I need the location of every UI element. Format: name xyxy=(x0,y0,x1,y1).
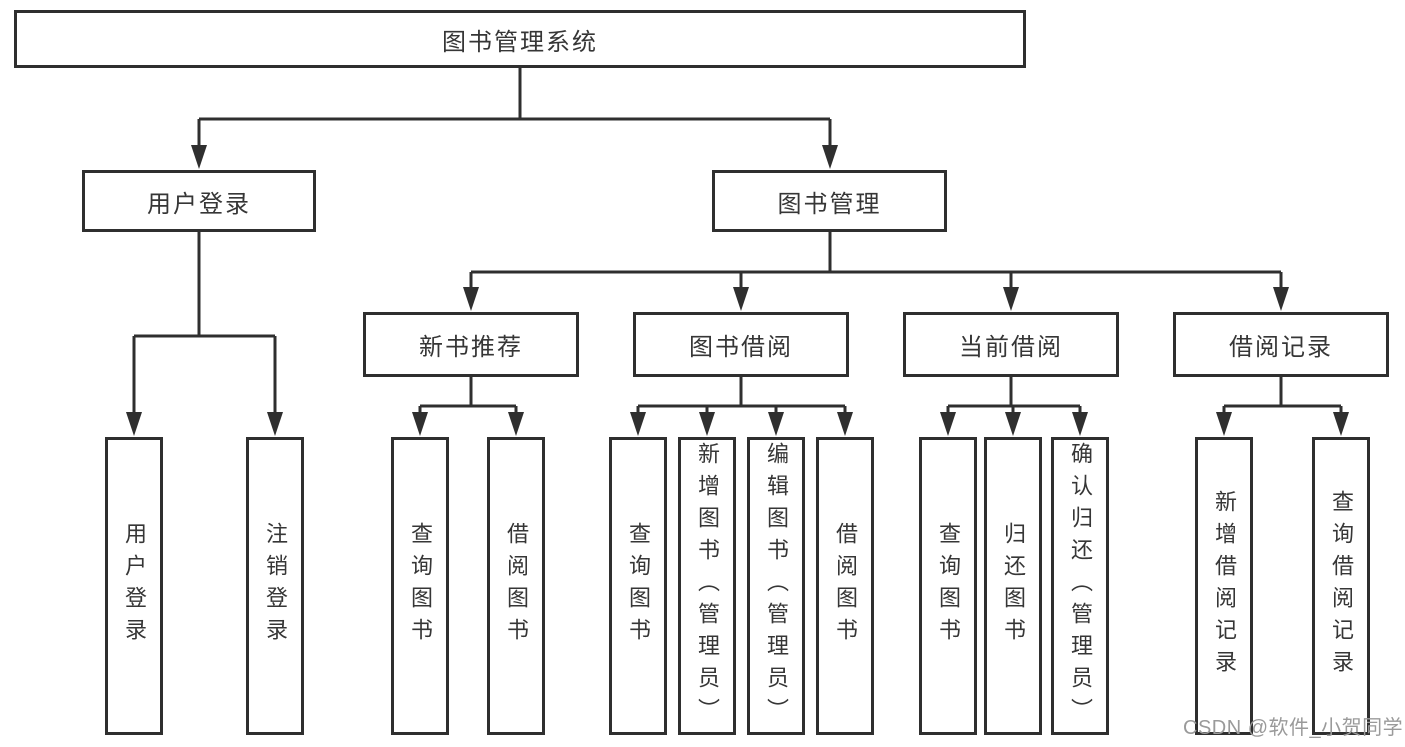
node-book-management: 图书管理 xyxy=(712,170,947,232)
arrowhead xyxy=(837,412,853,436)
leaf-query-borrow-record: 查询借阅记录 xyxy=(1312,437,1370,735)
leaf-logout: 注销登录 xyxy=(246,437,304,735)
arrowhead xyxy=(940,412,956,436)
arrowhead xyxy=(733,287,749,311)
arrowhead xyxy=(126,412,142,436)
leaf-query-books-borrow: 查询图书 xyxy=(609,437,667,735)
arrowhead xyxy=(191,145,207,169)
node-label: 新增借阅记录 xyxy=(1212,490,1237,682)
node-borrow-records: 借阅记录 xyxy=(1173,312,1389,377)
node-label: 当前借阅 xyxy=(959,334,1063,361)
arrowhead xyxy=(267,412,283,436)
leaf-query-books-current: 查询图书 xyxy=(919,437,977,735)
connector-root-split xyxy=(191,68,838,169)
leaf-add-book-admin: 新增图书（管理员） xyxy=(678,437,736,735)
leaf-confirm-return-admin: 确认归还（管理员） xyxy=(1051,437,1109,735)
node-label: 查询图书 xyxy=(408,522,433,650)
arrowhead xyxy=(1072,412,1088,436)
arrowhead xyxy=(463,287,479,311)
node-new-book-recommend: 新书推荐 xyxy=(363,312,579,377)
arrowhead xyxy=(1273,287,1289,311)
connector-new-book-split xyxy=(412,377,524,436)
node-label: 图书管理系统 xyxy=(442,28,598,56)
arrowhead xyxy=(1216,412,1232,436)
connector-user-login-split xyxy=(126,232,283,436)
leaf-add-borrow-record: 新增借阅记录 xyxy=(1195,437,1253,735)
leaf-query-books-recommend: 查询图书 xyxy=(391,437,449,735)
arrowhead xyxy=(822,145,838,169)
leaf-return-book: 归还图书 xyxy=(984,437,1042,735)
arrowhead xyxy=(699,412,715,436)
node-label: 用户登录 xyxy=(122,522,147,650)
arrowhead xyxy=(412,412,428,436)
connector-book-management-split xyxy=(463,232,1289,311)
node-label: 借阅图书 xyxy=(833,522,858,650)
leaf-borrow-books-recommend: 借阅图书 xyxy=(487,437,545,735)
connector-book-borrow-split xyxy=(630,377,853,436)
csdn-watermark: CSDN @软件_小贺同学 xyxy=(1183,717,1404,739)
connector-borrow-records-split xyxy=(1216,377,1349,436)
node-label: 注销登录 xyxy=(263,522,288,650)
arrowhead xyxy=(1003,287,1019,311)
node-label: 查询借阅记录 xyxy=(1329,490,1354,682)
node-root-system: 图书管理系统 xyxy=(14,10,1026,68)
connector-current-borrow-split xyxy=(940,377,1088,436)
node-book-borrow: 图书借阅 xyxy=(633,312,849,377)
arrowhead xyxy=(508,412,524,436)
leaf-borrow-books: 借阅图书 xyxy=(816,437,874,735)
arrowhead xyxy=(1333,412,1349,436)
node-label: 编辑图书（管理员） xyxy=(764,442,789,730)
node-label: 图书借阅 xyxy=(689,334,793,361)
leaf-edit-book-admin: 编辑图书（管理员） xyxy=(747,437,805,735)
node-label: 确认归还（管理员） xyxy=(1068,442,1093,730)
node-label: 查询图书 xyxy=(936,522,961,650)
node-label: 借阅记录 xyxy=(1229,334,1333,361)
node-user-login: 用户登录 xyxy=(82,170,316,232)
node-label: 新增图书（管理员） xyxy=(695,442,720,730)
node-label: 用户登录 xyxy=(147,190,251,218)
leaf-user-login: 用户登录 xyxy=(105,437,163,735)
node-current-borrow: 当前借阅 xyxy=(903,312,1119,377)
node-label: 图书管理 xyxy=(777,190,882,218)
node-label: 借阅图书 xyxy=(504,522,529,650)
node-label: 查询图书 xyxy=(626,522,651,650)
arrowhead xyxy=(1005,412,1021,436)
arrowhead xyxy=(768,412,784,436)
arrowhead xyxy=(630,412,646,436)
node-label: 新书推荐 xyxy=(419,334,523,361)
node-label: 归还图书 xyxy=(1001,522,1026,650)
